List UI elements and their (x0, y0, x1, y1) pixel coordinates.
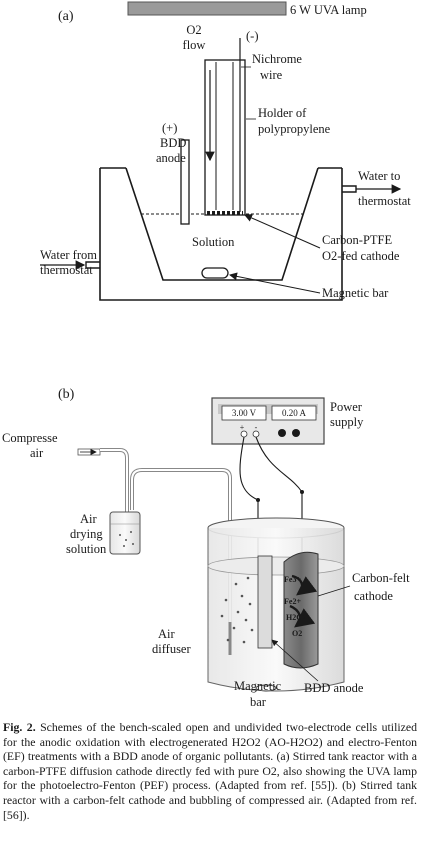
reactor-inner-vessel (125, 167, 319, 281)
carbon-felt-line1: Carbon-felt (352, 571, 410, 585)
reactor-jacket (99, 168, 343, 301)
knob-right (292, 429, 300, 437)
species-fe3: Fe3+ (284, 575, 301, 584)
svg-text:0.20 A: 0.20 A (282, 408, 307, 418)
caption-label: Fig. 2. (3, 720, 36, 734)
species-o2: O2 (292, 629, 302, 638)
polypropylene-holder (204, 59, 246, 216)
caption-text: Schemes of the bench-scaled open and und… (3, 720, 417, 822)
bdd-a-line1: (+) (162, 121, 177, 135)
svg-text:-: - (255, 423, 258, 432)
beaker-body (207, 528, 345, 692)
water-from-line1: Water from (40, 248, 97, 262)
panel-b: (b) 3.00 V 0.20 A + - Power supply Compr… (2, 387, 410, 709)
magnetic-bar-b-line1: Magnetic (234, 679, 282, 693)
o2-flow-line1: O2 (186, 23, 201, 37)
uva-lamp (127, 1, 287, 16)
svg-text:+: + (240, 423, 245, 432)
air-drying-line3: solution (66, 542, 107, 556)
panel-b-label: (b) (58, 387, 75, 402)
carbon-felt-line2: cathode (354, 589, 393, 603)
nichrome-line1: (-) (246, 29, 259, 43)
panel-a-label: (a) (58, 9, 74, 24)
solution-label: Solution (192, 235, 235, 249)
species-fe2: Fe2+ (284, 597, 301, 606)
nichrome-line3: wire (260, 68, 283, 82)
bdd-a-line3: anode (156, 151, 186, 165)
bdd-anode-b (257, 555, 273, 649)
water-to-line2: thermostat (358, 194, 411, 208)
o2-flow-line2: flow (183, 38, 206, 52)
knob-left (278, 429, 286, 437)
bdd-anode-a (180, 139, 190, 225)
compressed-air-line1: Compresse (2, 431, 58, 445)
figure-caption: Fig. 2. Schemes of the bench-scaled open… (3, 720, 417, 822)
bdd-a-line2: BDD (160, 136, 186, 150)
svg-text:3.00 V: 3.00 V (232, 408, 257, 418)
air-diffuser-line2: diffuser (152, 642, 191, 656)
water-from-line2: thermostat (40, 263, 93, 277)
voltage-display (221, 405, 267, 421)
power-supply-line1: Power (330, 400, 363, 414)
cathode-line1: Carbon-PTFE (322, 233, 393, 247)
water-to-line1: Water to (358, 169, 400, 183)
air-diffuser-line1: Air (158, 627, 176, 641)
air-drying-line2: drying (70, 527, 103, 541)
bdd-anode-b-label: BDD anode (304, 681, 364, 695)
power-supply-line2: supply (330, 415, 364, 429)
uva-lamp-label: 6 W UVA lamp (290, 3, 367, 17)
holder-line1: Holder of (258, 106, 307, 120)
carbon-felt-cathode (283, 551, 319, 669)
magnetic-bar-a-label: Magnetic bar (322, 286, 389, 300)
species-h2o2: H2O2 (286, 613, 306, 622)
nichrome-line2: Nichrome (252, 52, 302, 66)
panel-a: (a) 6 W UVA lamp O2 f (40, 1, 411, 301)
cathode-line2: O2-fed cathode (322, 249, 400, 263)
air-drying-line1: Air (80, 512, 98, 526)
magnetic-bar-b (255, 684, 277, 692)
air-drying-flask (109, 511, 141, 555)
magnetic-bar-a (201, 267, 229, 279)
magnetic-bar-b-line2: bar (250, 695, 267, 709)
holder-line2: polypropylene (258, 122, 331, 136)
current-display (271, 405, 317, 421)
compressed-air-line2: air (30, 446, 44, 460)
